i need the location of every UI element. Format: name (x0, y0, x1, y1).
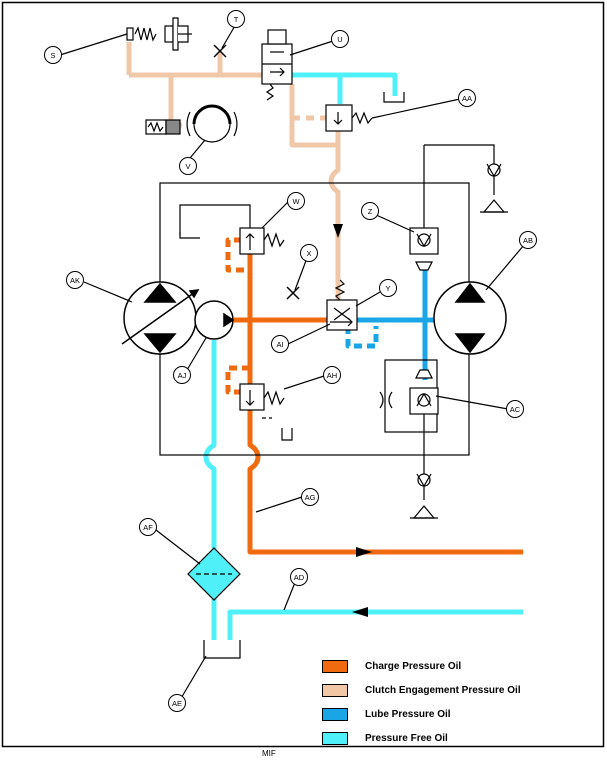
component-ah-valve (239, 383, 293, 441)
legend-label-charge: Charge Pressure Oil (365, 661, 462, 672)
legend-swatch-free (322, 732, 348, 745)
callout-aj: AJ (178, 371, 187, 380)
callout-z: Z (368, 207, 373, 216)
callout-circles (44, 10, 537, 712)
callout-ah: AH (327, 371, 337, 380)
component-z-check-valve (409, 144, 508, 271)
callout-u: U (337, 35, 342, 44)
callout-t: T (234, 15, 239, 24)
callout-ai: AI (276, 340, 283, 349)
arrow-up (333, 224, 343, 238)
callout-y: Y (385, 284, 390, 293)
component-y-regulating-valve (326, 279, 358, 331)
legend-label-lube: Lube Pressure Oil (365, 709, 451, 720)
callout-ac: AC (510, 405, 521, 414)
leader-lines (59, 23, 525, 701)
legend-swatch-lube (322, 708, 348, 721)
callout-ag: AG (305, 493, 316, 502)
component-af-filter (187, 547, 241, 601)
callout-x: X (306, 249, 311, 258)
component-aj-charge-pump (194, 300, 235, 340)
callout-v: V (185, 162, 190, 171)
component-v-accumulator (145, 104, 238, 143)
pressure-free-circuit (203, 72, 523, 640)
legend-label-clutch: Clutch Engagement Pressure Oil (365, 685, 521, 696)
legend-label-free: Pressure Free Oil (365, 733, 448, 744)
callout-s: S (50, 51, 55, 60)
callout-aa: AA (462, 94, 472, 103)
callout-ae: AE (172, 699, 182, 708)
component-s-piston (126, 17, 192, 51)
legend-swatch-clutch (322, 684, 348, 697)
component-ae-reservoir (203, 640, 241, 659)
callout-ak: AK (70, 276, 80, 285)
callout-ab: AB (523, 236, 533, 245)
charge-pressure-circuit (225, 237, 523, 555)
component-ak-variable-pump (121, 281, 200, 355)
component-aa-relief-valve (325, 92, 405, 132)
component-u-solenoid-valve (261, 29, 293, 101)
component-x-orifice (286, 286, 300, 300)
component-w-valve (179, 204, 285, 255)
flow-arrow-return (352, 607, 368, 617)
component-t-orifice (213, 44, 227, 58)
component-ab-motor (433, 281, 507, 355)
callout-ad: AD (294, 573, 305, 582)
page-border (1, 1, 605, 748)
flow-arrow-charge (356, 547, 372, 557)
footer-code: MIF (262, 749, 276, 758)
clutch-engagement-circuit (126, 42, 341, 300)
component-ac-check-valve (379, 359, 439, 519)
callout-af: AF (143, 523, 153, 532)
legend-swatch-charge (322, 660, 348, 673)
callout-w: W (292, 197, 300, 206)
